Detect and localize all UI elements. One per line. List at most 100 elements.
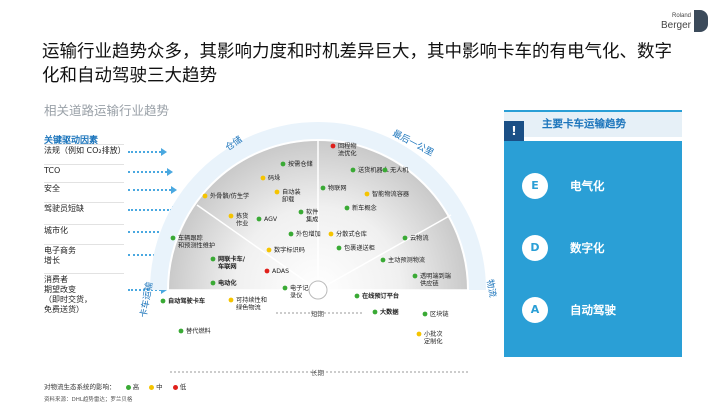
factor-arrow	[128, 168, 173, 176]
long-term-label: 长期	[311, 368, 325, 377]
trend-label: 自动驾驶	[570, 303, 616, 317]
radar-outline	[167, 139, 469, 291]
impact-dot	[264, 268, 270, 274]
factor-arrow	[128, 286, 167, 294]
trend-1: D 数字化	[522, 235, 605, 261]
legend-high-dot	[125, 384, 131, 390]
radar-item-label: 自动装卸载	[282, 188, 301, 204]
factors-title: 关键驱动因素	[44, 136, 99, 146]
impact-dot	[336, 245, 342, 251]
factor-item: 电子商务 增长	[44, 246, 76, 265]
factor-arrow	[128, 251, 173, 259]
outer-band	[150, 122, 486, 290]
radar-item-label: 按需仓储	[288, 160, 313, 168]
factor-item: 驾驶员短缺	[44, 204, 84, 213]
impact-dot	[170, 235, 176, 241]
radar-item-label: 小批次定制化	[424, 330, 443, 346]
factor-divider	[44, 244, 124, 245]
impact-dot	[288, 231, 294, 237]
divider-3	[317, 214, 452, 291]
impact-dot	[402, 235, 408, 241]
impact-dot	[260, 175, 266, 181]
factor-divider	[44, 224, 124, 225]
radar-items: 回程物流优化按需仓储送货机器人无人机码垛自动装卸载物联网智能物流容器外骨骼/仿生…	[160, 142, 451, 346]
radar-item-label: 外骨骼/仿生学	[210, 192, 249, 200]
radar-item-label: 可持续性和绿色物流	[236, 296, 267, 312]
radar-item-label: 智能物流容器	[372, 190, 410, 198]
impact-dot	[256, 216, 262, 222]
roland-berger-logo: Roland Berger	[661, 10, 708, 32]
section-subtitle: 相关道路运输行业趋势	[44, 103, 170, 118]
radar-item-label: 区块链	[430, 310, 449, 318]
short-term-label: 短期	[311, 309, 325, 318]
radar-item-label: 透明端到端供应链	[420, 272, 451, 288]
digital-icon: D	[522, 235, 548, 261]
radar-item-label: 替代燃料	[186, 327, 211, 335]
impact-dot	[266, 247, 272, 253]
factor-arrow	[128, 186, 177, 194]
impact-dot	[412, 273, 418, 279]
factor-arrow	[128, 206, 178, 214]
impact-dot	[160, 298, 166, 304]
radar-item-label: 云物流	[410, 234, 429, 242]
divider-1	[196, 204, 319, 291]
impact-dot	[202, 193, 208, 199]
radar-item-label: 车辆跟踪和预测性维护	[178, 234, 215, 250]
impact-dot	[210, 256, 216, 262]
factor-divider	[44, 182, 124, 183]
factor-divider	[44, 273, 124, 274]
radar-item-label: 包裹递送柜	[344, 244, 375, 252]
radar-item-label: 网联卡车/车联网	[218, 255, 246, 271]
radar-item-label: 物联网	[328, 184, 347, 192]
impact-dot	[274, 189, 280, 195]
radar-item-label: 新车概念	[352, 204, 377, 212]
trend-label: 电气化	[570, 179, 605, 193]
impact-dot	[280, 161, 286, 167]
impact-dot	[178, 328, 184, 334]
impact-dot	[416, 331, 422, 337]
legend-low-dot	[172, 384, 178, 390]
warning-icon: !	[504, 121, 524, 141]
radar-item-label: 外包增加	[296, 230, 321, 238]
panel-title: 主要卡车运输趋势	[542, 118, 626, 130]
radar-item-label: 自动驾驶卡车	[168, 297, 205, 305]
sector-last-mile: 最后一公里	[391, 128, 436, 159]
factor-item: 消费者 期望改变 （即时交货， 免费送货）	[44, 275, 92, 314]
autonomous-icon: A	[522, 297, 548, 323]
impact-dot	[350, 167, 356, 173]
impact-dot	[328, 231, 334, 237]
radar-item-label: ADAS	[272, 268, 289, 275]
radar-item-label: 码垛	[268, 174, 280, 182]
trend-label: 数字化	[570, 241, 605, 255]
radar-item-label: 拣货作业	[236, 212, 248, 228]
legend-high: 高	[132, 383, 140, 391]
radar-item-label: 无人机	[390, 166, 409, 174]
impact-dot	[354, 293, 360, 299]
impact-dot	[330, 143, 336, 149]
factor-item: 安全	[44, 184, 60, 193]
impact-legend: 对物流生态系统的影响： 高 中 低	[44, 381, 186, 391]
impact-dot	[282, 285, 288, 291]
sector-truck: 卡车运输	[137, 281, 155, 319]
legend-prefix: 对物流生态系统的影响：	[44, 383, 116, 391]
impact-dot	[210, 280, 216, 286]
factor-divider	[44, 202, 124, 203]
impact-dot	[344, 205, 350, 211]
page-title: 运输行业趋势众多，其影响力度和时机差异巨大，其中影响卡车的有电气化、数字化和自动…	[42, 42, 672, 86]
radar-item-label: 软件集成	[306, 208, 318, 224]
radar-item-label: AGV	[264, 216, 278, 223]
impact-dot	[320, 185, 326, 191]
impact-dot	[228, 213, 234, 219]
logo-line2: Berger	[660, 20, 691, 31]
sector-logistics: 物流	[484, 278, 499, 298]
radar-item-label: 数字标识码	[274, 246, 305, 254]
radar-item-label: 回程物流优化	[338, 142, 357, 158]
radar-item-label: 电子记录仪	[290, 284, 309, 300]
legend-mid-dot	[149, 384, 155, 390]
logo-line1: Roland	[671, 13, 691, 19]
factor-divider	[44, 144, 124, 145]
logo-mark	[694, 10, 708, 32]
inner-hub	[308, 280, 328, 300]
